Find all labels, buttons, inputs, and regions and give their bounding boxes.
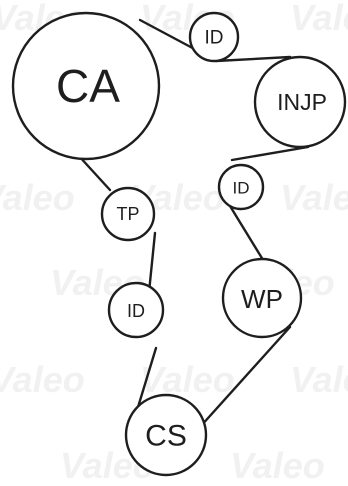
water-pump-pulley <box>221 257 303 339</box>
pulley-label-id: ID <box>205 28 224 49</box>
belt-segment <box>76 153 112 192</box>
watermark-text: Valeo <box>290 359 348 400</box>
watermark-text: Valeo <box>0 177 75 218</box>
pulley-label-id: ID <box>127 301 145 321</box>
injection-pump-pulley <box>253 55 347 149</box>
idler-pulley-top <box>188 11 240 63</box>
watermark-text: Valeo <box>0 359 85 400</box>
idler-pulley-right <box>217 163 265 211</box>
tensioner-pulley <box>100 186 156 242</box>
watermark-text: Valeo <box>290 0 348 38</box>
crankshaft-pulley-ca <box>11 11 161 161</box>
belt-segment <box>198 325 292 429</box>
belt-segment <box>230 145 310 162</box>
pulley-label-injp: INJP <box>277 89 327 115</box>
pulley-label-ca: CA <box>56 60 120 112</box>
pulley-label-cs: CS <box>145 420 187 453</box>
watermark-text: Valeo <box>230 445 325 486</box>
crankshaft-sprocket-cs <box>124 393 208 477</box>
pulley-label-tp: TP <box>116 204 139 224</box>
belt-segment <box>214 55 292 63</box>
pulley-labels: CA ID INJP ID TP WP ID CS <box>56 28 327 453</box>
belt-segment <box>228 204 270 270</box>
idler-pulley-left <box>107 281 165 339</box>
pulley-label-id: ID <box>233 179 250 198</box>
pulley-label-wp: WP <box>241 284 283 314</box>
watermark-text: Valeo <box>140 359 235 400</box>
pulleys <box>11 11 347 477</box>
watermark-text: Valeo <box>280 177 348 218</box>
belt-segment <box>138 18 202 54</box>
